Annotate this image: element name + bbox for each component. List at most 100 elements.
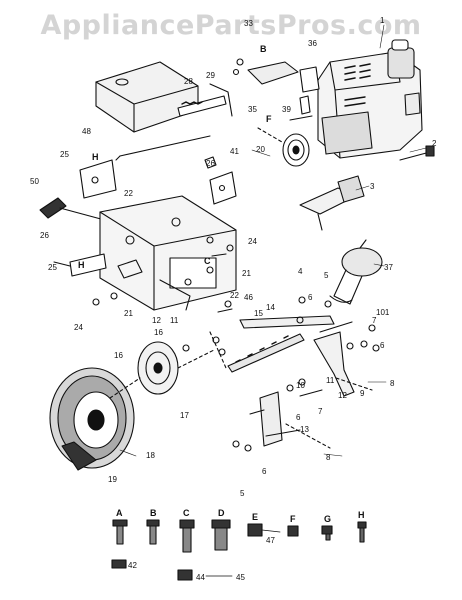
spindle xyxy=(249,321,355,447)
label-29: 29 xyxy=(206,71,215,80)
label-6: 6 xyxy=(308,293,313,302)
letter-h: H xyxy=(358,510,365,520)
letter-e: E xyxy=(252,512,258,522)
label-16b: 16 xyxy=(114,351,123,360)
letter-h-left: H xyxy=(92,152,99,162)
washers xyxy=(92,236,380,452)
letter-c-frame: C xyxy=(204,256,211,266)
bolt-b xyxy=(146,519,160,545)
screw-h xyxy=(357,521,367,543)
label-22: 22 xyxy=(124,189,133,198)
label-14: 14 xyxy=(266,303,275,312)
bushing-42 xyxy=(111,559,127,569)
label-36: 36 xyxy=(308,39,317,48)
label-41: 41 xyxy=(230,147,239,156)
nut-g xyxy=(321,525,333,541)
label-33: 33 xyxy=(244,19,253,28)
label-21b: 21 xyxy=(242,269,251,278)
watermark: AppliancePartsPros.com xyxy=(40,10,422,41)
label-2: 2 xyxy=(432,139,437,148)
label-10: 10 xyxy=(296,381,305,390)
label-24: 24 xyxy=(248,237,257,246)
label-3: 3 xyxy=(370,182,375,191)
bracket-25-lower xyxy=(53,253,107,277)
hardware-legend xyxy=(111,519,367,581)
letter-f-top: F xyxy=(266,114,272,124)
frame xyxy=(99,195,237,311)
label-8b: 8 xyxy=(326,453,331,462)
part-labels: 1 2 3 4 5 5 6 6 6 6 7 7 8 8 9 10 11 11 1… xyxy=(30,16,437,582)
tank-strap xyxy=(177,83,233,117)
control-bracket-25 xyxy=(79,159,117,199)
label-7: 7 xyxy=(372,316,377,325)
letter-d: D xyxy=(218,508,225,518)
control-rod-26 xyxy=(115,135,211,161)
letter-f: F xyxy=(290,514,296,524)
bolt-a xyxy=(112,519,128,545)
axle-bracket xyxy=(239,315,335,329)
label-37: 37 xyxy=(384,263,393,272)
letter-g: G xyxy=(324,514,331,524)
letter-a: A xyxy=(116,508,123,518)
label-50: 50 xyxy=(30,177,39,186)
label-45: 45 xyxy=(236,573,245,582)
label-13: 13 xyxy=(300,425,309,434)
label-9: 9 xyxy=(360,389,365,398)
label-5b: 5 xyxy=(240,489,245,498)
leader-lines xyxy=(119,24,427,457)
label-19: 19 xyxy=(108,475,117,484)
bolt-2 xyxy=(399,145,435,161)
label-44: 44 xyxy=(196,573,205,582)
label-46: 46 xyxy=(244,293,253,302)
bolt-c xyxy=(179,519,195,553)
bolt-d xyxy=(211,519,231,551)
tire xyxy=(49,367,141,471)
label-17: 17 xyxy=(180,411,189,420)
label-25: 25 xyxy=(60,150,69,159)
nut-f xyxy=(287,525,299,537)
letter-b-top: B xyxy=(260,44,267,54)
label-22b: 22 xyxy=(230,291,239,300)
label-48: 48 xyxy=(82,127,91,136)
label-12b: 12 xyxy=(338,391,347,400)
label-101: 101 xyxy=(376,308,390,317)
fuel-tank xyxy=(95,61,199,133)
axle-shaft xyxy=(209,331,305,373)
label-6b: 6 xyxy=(380,341,385,350)
label-6d: 6 xyxy=(296,413,301,422)
pulley xyxy=(257,127,310,167)
label-11: 11 xyxy=(326,376,335,385)
label-7b: 7 xyxy=(318,407,323,416)
label-42: 42 xyxy=(128,561,137,570)
label-35: 35 xyxy=(248,105,257,114)
bracket-3 xyxy=(299,175,365,231)
bracket-41 xyxy=(204,156,237,205)
label-26: 26 xyxy=(206,159,215,168)
bushing-44 xyxy=(177,569,233,581)
label-16: 16 xyxy=(154,328,163,337)
letter-h-lower: H xyxy=(78,260,85,270)
label-4: 4 xyxy=(298,267,303,276)
label-11b: 11 xyxy=(170,316,179,325)
label-24b: 24 xyxy=(74,323,83,332)
engine xyxy=(317,39,423,159)
label-15: 15 xyxy=(254,309,263,318)
label-6c: 6 xyxy=(262,467,267,476)
label-39: 39 xyxy=(282,105,291,114)
label-28: 28 xyxy=(184,77,193,86)
label-12: 12 xyxy=(152,316,161,325)
muffler xyxy=(329,239,383,305)
letter-c: C xyxy=(183,508,190,518)
label-8: 8 xyxy=(390,379,395,388)
wheel-hub xyxy=(137,341,215,395)
letter-b: B xyxy=(150,508,157,518)
label-1: 1 xyxy=(380,16,385,25)
label-47: 47 xyxy=(266,536,275,545)
label-20: 20 xyxy=(256,145,265,154)
hardware-letters: A B C D E F G H F H H C B xyxy=(78,44,365,524)
nut-e xyxy=(247,523,281,537)
label-21: 21 xyxy=(124,309,133,318)
label-26b: 26 xyxy=(40,231,49,240)
